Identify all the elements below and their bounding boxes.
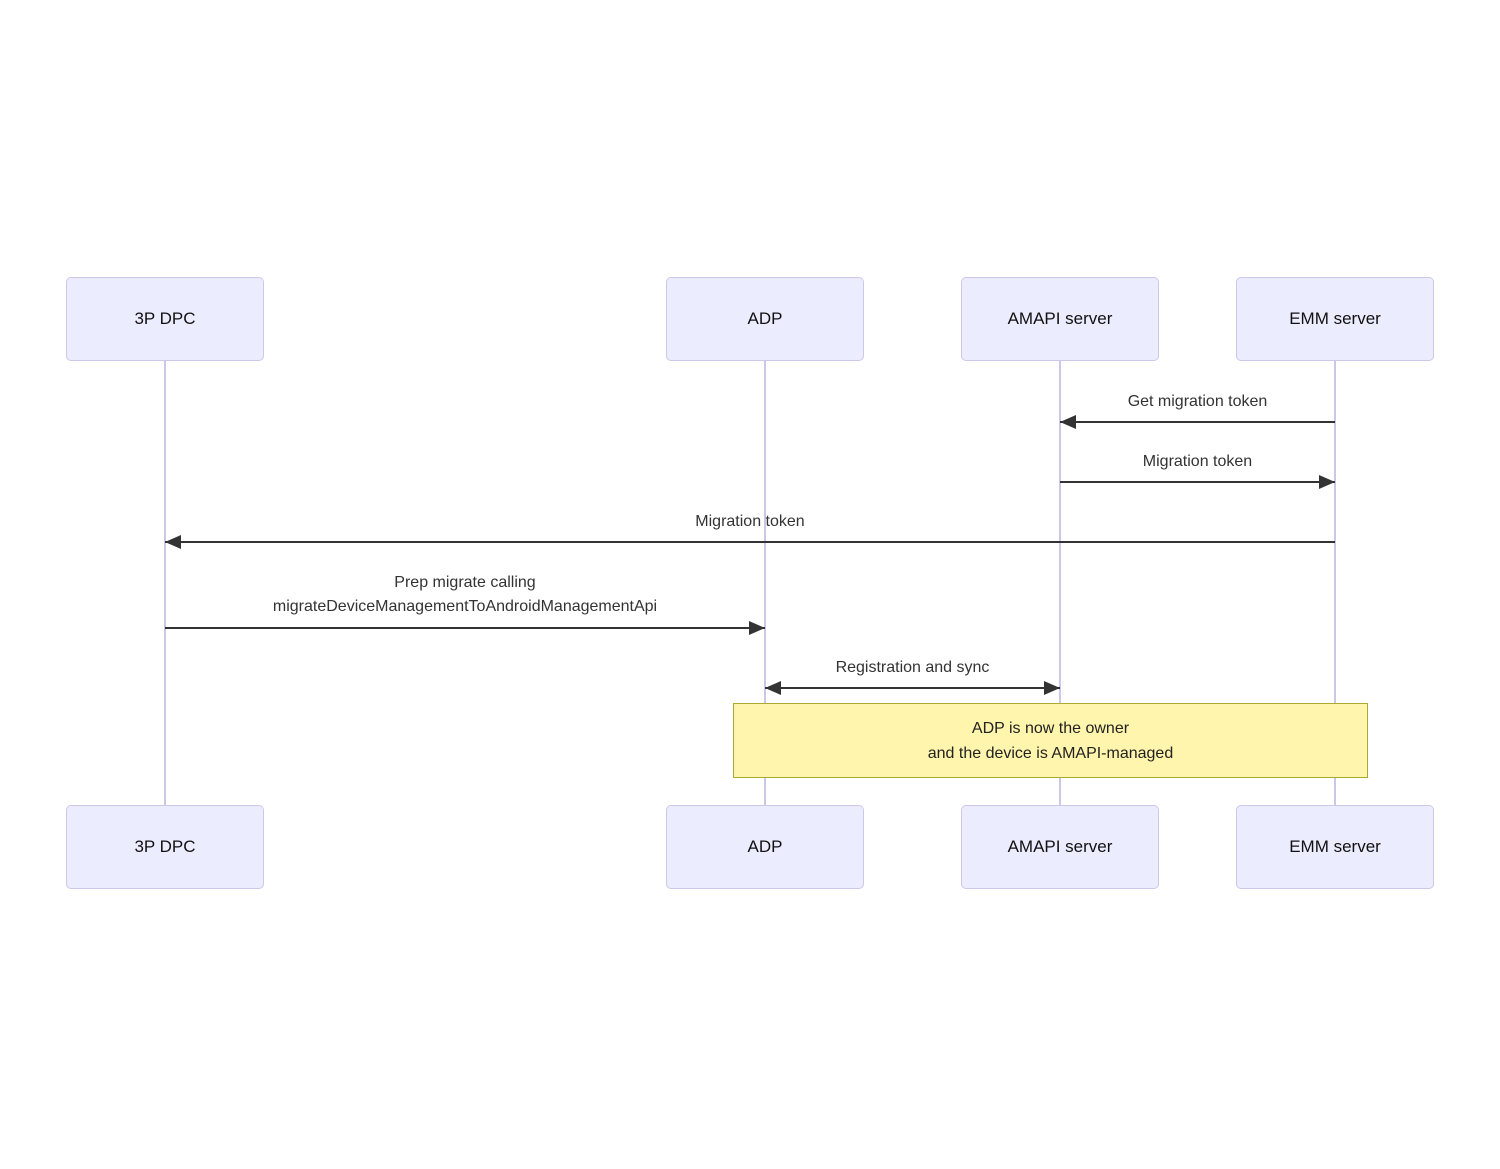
arrowhead-right <box>749 621 765 635</box>
arrowhead-right <box>1319 475 1335 489</box>
actor-label: AMAPI server <box>1007 837 1113 856</box>
lifeline-adp <box>764 361 766 805</box>
actor-label: AMAPI server <box>1007 309 1113 328</box>
actor-top-3p-dpc: 3P DPC <box>66 277 264 361</box>
arrowhead-left <box>1060 415 1076 429</box>
actor-bottom-amapi-server: AMAPI server <box>961 805 1159 889</box>
arrowhead-left <box>165 535 181 549</box>
actor-top-adp: ADP <box>666 277 864 361</box>
message-line-prep-migrate <box>165 627 765 629</box>
actor-label: EMM server <box>1289 309 1381 328</box>
message-label-prep-migrate: Prep migrate calling migrateDeviceManage… <box>272 574 658 615</box>
message-line-get-migration-token <box>1060 421 1335 423</box>
actor-bottom-adp: ADP <box>666 805 864 889</box>
actor-label: 3P DPC <box>134 309 196 328</box>
message-label-migration-token-to-dpc: Migration token <box>695 513 805 530</box>
message-line-migration-token <box>1060 481 1335 483</box>
message-line-migration-token-to-dpc <box>165 541 1335 543</box>
note-text: ADP is now the owner and the device is A… <box>927 719 1174 762</box>
note-adp-owner: ADP is now the owner and the device is A… <box>733 703 1368 778</box>
actor-label: 3P DPC <box>134 837 196 856</box>
message-label-registration-and-sync: Registration and sync <box>835 659 990 676</box>
arrowhead-right <box>1044 681 1060 695</box>
actor-label: EMM server <box>1289 837 1381 856</box>
actor-label: ADP <box>747 309 783 328</box>
arrowhead-left <box>765 681 781 695</box>
actor-bottom-3p-dpc: 3P DPC <box>66 805 264 889</box>
message-label-get-migration-token: Get migration token <box>1127 393 1268 410</box>
actor-label: ADP <box>747 837 783 856</box>
actor-bottom-emm-server: EMM server <box>1236 805 1434 889</box>
actor-top-emm-server: EMM server <box>1236 277 1434 361</box>
lifeline-3p-dpc <box>164 361 166 805</box>
lifeline-amapi-server <box>1059 361 1061 805</box>
lifeline-emm-server <box>1334 361 1336 805</box>
message-label-migration-token: Migration token <box>1142 453 1253 470</box>
message-line-registration-and-sync <box>765 687 1060 689</box>
actor-top-amapi-server: AMAPI server <box>961 277 1159 361</box>
